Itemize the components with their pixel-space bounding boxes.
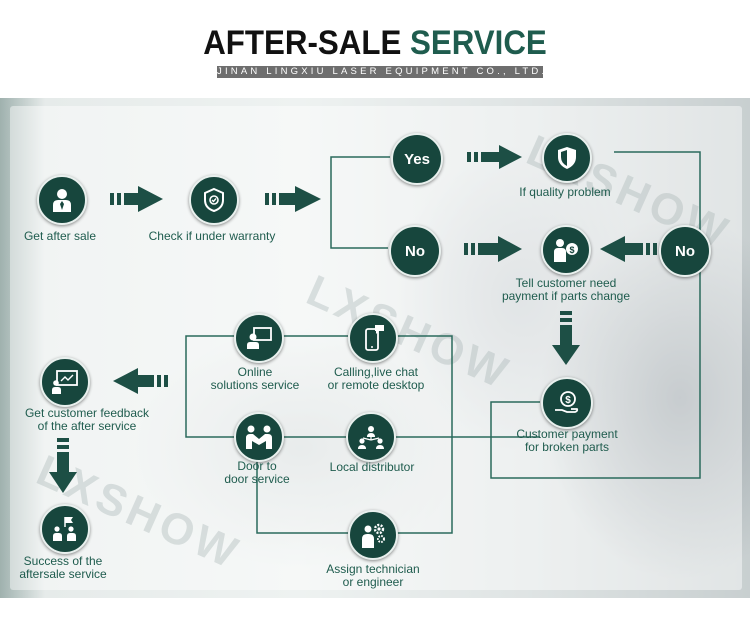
arrow-down <box>49 438 77 493</box>
title-dark: AFTER-SALE <box>203 24 402 62</box>
tell-customer-label: Tell customer need payment if parts chan… <box>490 277 642 303</box>
arrow-right <box>464 236 522 262</box>
shield-icon <box>558 147 576 169</box>
no-node-right: No <box>659 225 711 277</box>
tell-customer-line2: payment if parts change <box>501 289 631 303</box>
arrow-right <box>467 145 522 169</box>
yes-node: Yes <box>391 133 443 185</box>
calling-label: Calling,live chat or remote desktop <box>318 366 434 392</box>
handshake-icon <box>246 425 272 449</box>
quality-problem-label: If quality problem <box>519 185 611 199</box>
svg-text:$: $ <box>565 395 571 406</box>
user-tie-icon <box>53 189 71 212</box>
feedback-line2: of the after service <box>37 419 137 433</box>
svg-text:$: $ <box>569 245 574 255</box>
no-node: No <box>389 225 441 277</box>
arrow-right <box>265 186 321 212</box>
footer-space <box>0 598 750 634</box>
calling-line1: Calling,live chat <box>333 365 419 379</box>
success-label: Success of the aftersale service <box>10 555 116 581</box>
bracket-connector <box>330 156 390 249</box>
feedback-label: Get customer feedback of the after servi… <box>14 407 160 433</box>
feedback-line1: Get customer feedback <box>24 406 150 420</box>
online-line1: Online <box>237 365 273 379</box>
customer-payment-label: Customer payment for broken parts <box>505 428 629 454</box>
local-distributor-node <box>346 412 396 462</box>
arrow-group <box>49 145 657 493</box>
door-line2: door service <box>224 472 290 486</box>
arrow-left <box>600 236 657 262</box>
network-connector <box>396 335 453 534</box>
calling-node <box>348 313 398 363</box>
assign-line1: Assign technician <box>326 562 420 576</box>
check-warranty-node <box>189 175 239 225</box>
door-to-door-node <box>234 412 284 462</box>
success-line1: Success of the <box>23 554 103 568</box>
feedback-node <box>40 357 90 407</box>
dollar-hand-icon: $ <box>555 391 579 413</box>
success-line2: aftersale service <box>19 567 107 581</box>
presentation-icon <box>52 370 78 394</box>
title-accent: SERVICE <box>410 24 547 62</box>
tell-customer-node: $ <box>541 225 591 275</box>
assign-technician-label: Assign technician or engineer <box>316 563 430 589</box>
get-after-sale-label: Get after sale <box>23 229 97 243</box>
check-warranty-label: Check if under warranty <box>148 229 276 243</box>
monitor-user-icon <box>247 327 272 349</box>
get-after-sale-node <box>37 175 87 225</box>
online-solutions-node <box>234 313 284 363</box>
local-distributor-label: Local distributor <box>329 460 415 474</box>
customer-payment-node: $ <box>541 377 593 429</box>
customer-payment-line2: for broken parts <box>524 440 610 454</box>
success-node <box>40 504 90 554</box>
frame-connector <box>490 151 701 479</box>
arrow-left <box>113 368 168 394</box>
door-line1: Door to <box>237 459 277 473</box>
company-subtitle: JINAN LINGXIU LASER EQUIPMENT CO., LTD. <box>217 66 543 78</box>
network-connector <box>185 335 234 438</box>
quality-problem-node <box>542 133 592 183</box>
assign-technician-node <box>348 510 398 560</box>
assign-line2: or engineer <box>342 575 404 589</box>
online-line2: solutions service <box>210 378 300 392</box>
network-connector <box>256 460 348 534</box>
arrow-right <box>110 186 163 212</box>
tell-customer-line1: Tell customer need <box>515 276 617 290</box>
door-to-door-label: Door to door service <box>207 460 307 486</box>
gear-person-icon <box>362 523 385 548</box>
header: AFTER-SALE SERVICE JINAN LINGXIU LASER E… <box>0 0 750 98</box>
customer-payment-line1: Customer payment <box>516 427 618 441</box>
money-hand-icon: $ <box>554 239 578 262</box>
arrow-down <box>552 311 580 365</box>
flag-people-icon <box>53 517 76 541</box>
shield-check-icon <box>204 187 224 213</box>
network-people-icon <box>358 426 384 449</box>
calling-line2: or remote desktop <box>327 378 425 392</box>
page-title: AFTER-SALE SERVICE <box>30 24 720 63</box>
phone-chat-icon <box>365 325 384 351</box>
online-solutions-label: Online solutions service <box>196 366 314 392</box>
